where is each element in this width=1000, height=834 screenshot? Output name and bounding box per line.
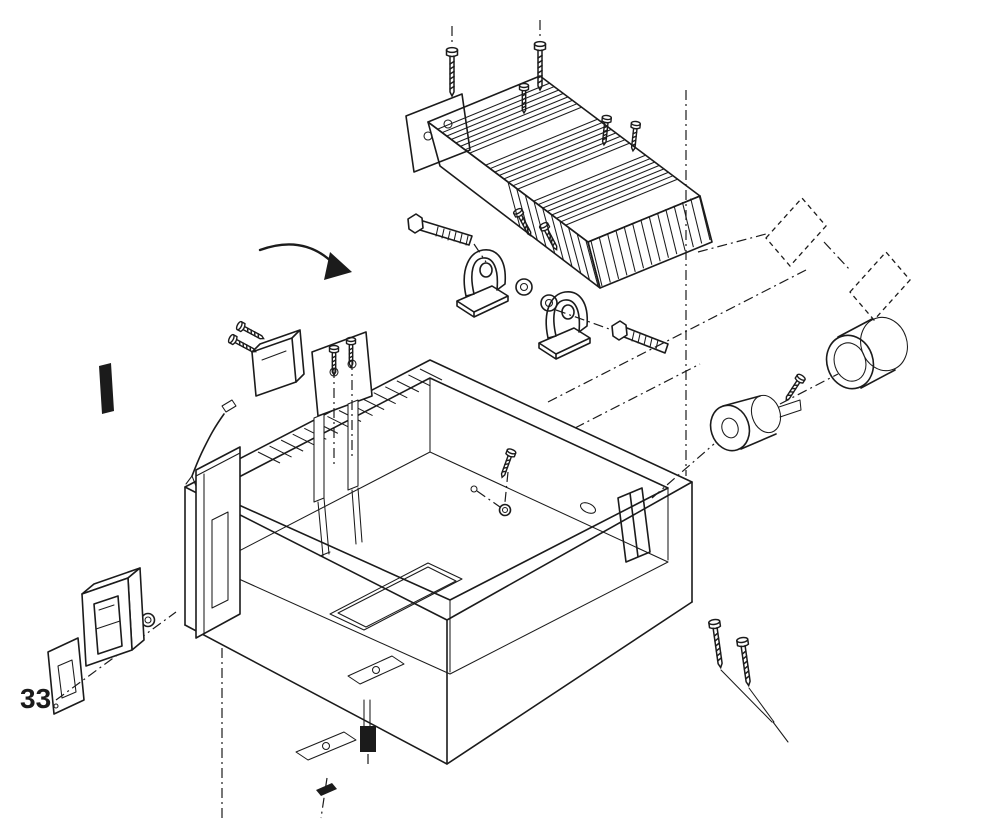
finned-top-cover	[405, 40, 713, 289]
pivot-bracket-icon	[456, 248, 509, 318]
cover-screw-icon	[627, 120, 642, 153]
corner-screw-icon	[735, 636, 755, 688]
tension-bracket	[617, 487, 651, 563]
motor-unit	[651, 372, 839, 499]
power-switch-assembly	[47, 567, 177, 715]
bracket-screw-icon	[234, 320, 267, 344]
corner-fasteners	[707, 618, 789, 743]
fin-group-2	[485, 118, 631, 190]
alignment-plates	[697, 197, 911, 321]
base-fasteners	[221, 648, 376, 822]
bracket-screw-icon	[226, 333, 259, 357]
assembly-centerlines-top	[451, 20, 687, 476]
corner-screw-icon	[707, 618, 727, 670]
motor-screw-icon	[781, 372, 807, 404]
pivot-bracket-group	[407, 206, 669, 360]
cover-screw-icon	[533, 40, 547, 91]
switch-mounting-plate	[47, 637, 85, 715]
adapter-ring	[825, 316, 908, 390]
rotation-arrow-icon	[258, 243, 352, 280]
position-marker	[99, 363, 114, 414]
callout-33: 33	[20, 683, 51, 714]
main-housing	[184, 269, 807, 765]
fin-group-1	[437, 82, 583, 154]
end-face-hatch	[590, 194, 711, 287]
cover-screw-icon	[445, 46, 459, 97]
rocker-switch	[93, 595, 123, 655]
terminal-bracket-assembly	[226, 320, 373, 557]
lead-wire	[185, 399, 237, 487]
pivot-bracket-icon	[538, 290, 591, 360]
interior-screw-icon	[497, 447, 518, 480]
fin-group-3	[533, 154, 679, 226]
front-face-hatch	[507, 181, 599, 287]
